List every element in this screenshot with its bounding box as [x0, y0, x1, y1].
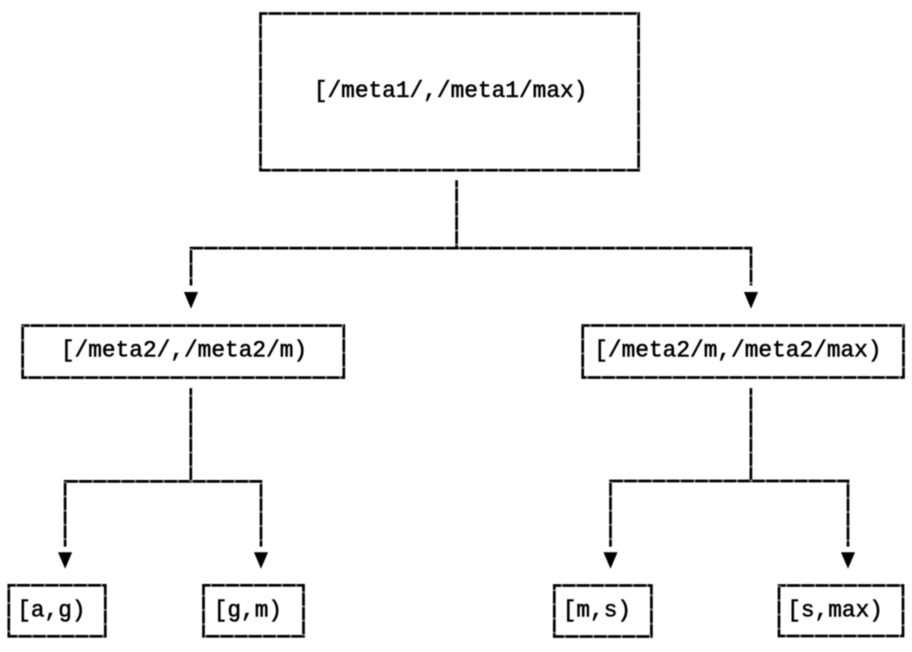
svg-text:[s,max): [s,max) [787, 597, 883, 623]
svg-text:[g,m): [g,m) [214, 597, 282, 623]
svg-text:[/meta2/,/meta2/m): [/meta2/,/meta2/m) [61, 338, 307, 364]
svg-text:[m,s): [m,s) [563, 597, 631, 623]
svg-text:[/meta1/,/meta1/max): [/meta1/,/meta1/max) [314, 78, 588, 104]
svg-text:[a,g): [a,g) [17, 597, 85, 623]
svg-text:[/meta2/m,/meta2/max): [/meta2/m,/meta2/max) [594, 338, 881, 364]
